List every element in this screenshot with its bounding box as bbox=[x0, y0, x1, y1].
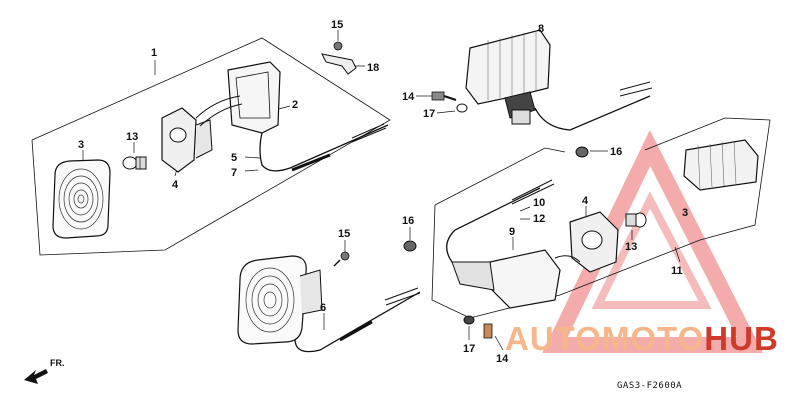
rear-left-signal bbox=[237, 255, 421, 353]
socket-right bbox=[569, 211, 619, 273]
callout-1: 1 bbox=[151, 47, 157, 59]
bolt-lower-15 bbox=[333, 251, 350, 267]
callout-17-lower: 17 bbox=[463, 343, 475, 355]
callout-16-upper: 16 bbox=[610, 146, 622, 158]
callout-4-left: 4 bbox=[172, 179, 179, 191]
lens-right bbox=[683, 139, 759, 191]
callout-6: 6 bbox=[320, 302, 326, 314]
diagram-code: GAS3-F2600A bbox=[617, 381, 682, 391]
lens-left bbox=[52, 159, 111, 239]
front-direction-label: FR. bbox=[50, 358, 65, 368]
callout-numbers: 1 2 3 13 4 5 7 15 18 8 14 17 16 10 12 16… bbox=[78, 19, 688, 365]
callout-2: 2 bbox=[292, 99, 298, 111]
callout-17-upper: 17 bbox=[423, 108, 435, 120]
clip-bracket bbox=[321, 41, 357, 75]
callout-3-left: 3 bbox=[78, 139, 84, 151]
group-outline-front-right-bottom bbox=[431, 117, 771, 319]
callout-16-lower: 16 bbox=[402, 215, 414, 227]
callout-15-lower: 15 bbox=[338, 228, 350, 240]
callout-14-upper: 14 bbox=[402, 91, 415, 103]
callout-8: 8 bbox=[538, 23, 544, 35]
rear-right-signal bbox=[465, 29, 653, 131]
watermark-text-part2: HUB bbox=[704, 320, 779, 357]
callout-13-left: 13 bbox=[126, 131, 138, 143]
callout-11: 11 bbox=[671, 265, 683, 277]
housing-left bbox=[195, 61, 389, 172]
watermark-text: AUTOMOTOHUB bbox=[505, 320, 779, 357]
bulb-left bbox=[122, 156, 147, 170]
bolt-lower-14 bbox=[463, 315, 493, 339]
callout-13-right: 13 bbox=[625, 241, 637, 253]
callout-7: 7 bbox=[231, 167, 237, 179]
bulb-right bbox=[625, 212, 647, 228]
callout-12: 12 bbox=[533, 213, 545, 225]
front-direction-arrow-icon bbox=[24, 369, 48, 384]
watermark-text-part1: AUTOMOTO bbox=[505, 320, 704, 357]
front-right-signal bbox=[446, 179, 581, 309]
callout-10: 10 bbox=[533, 197, 545, 209]
bolt-upper bbox=[431, 91, 468, 113]
assembly-outlines bbox=[31, 37, 771, 319]
grommet-lower bbox=[403, 240, 417, 252]
grommet-upper bbox=[575, 146, 589, 158]
callout-3-right: 3 bbox=[682, 207, 688, 219]
callout-4-right: 4 bbox=[582, 195, 589, 207]
callout-9: 9 bbox=[509, 226, 515, 238]
callout-14-lower: 14 bbox=[496, 353, 509, 365]
group-outline-front-left bbox=[31, 37, 391, 256]
callout-18: 18 bbox=[367, 62, 379, 74]
group-outline-front-right bbox=[434, 147, 566, 206]
socket-left bbox=[161, 107, 213, 173]
callout-15-upper: 15 bbox=[331, 19, 343, 31]
callout-5: 5 bbox=[231, 152, 237, 164]
